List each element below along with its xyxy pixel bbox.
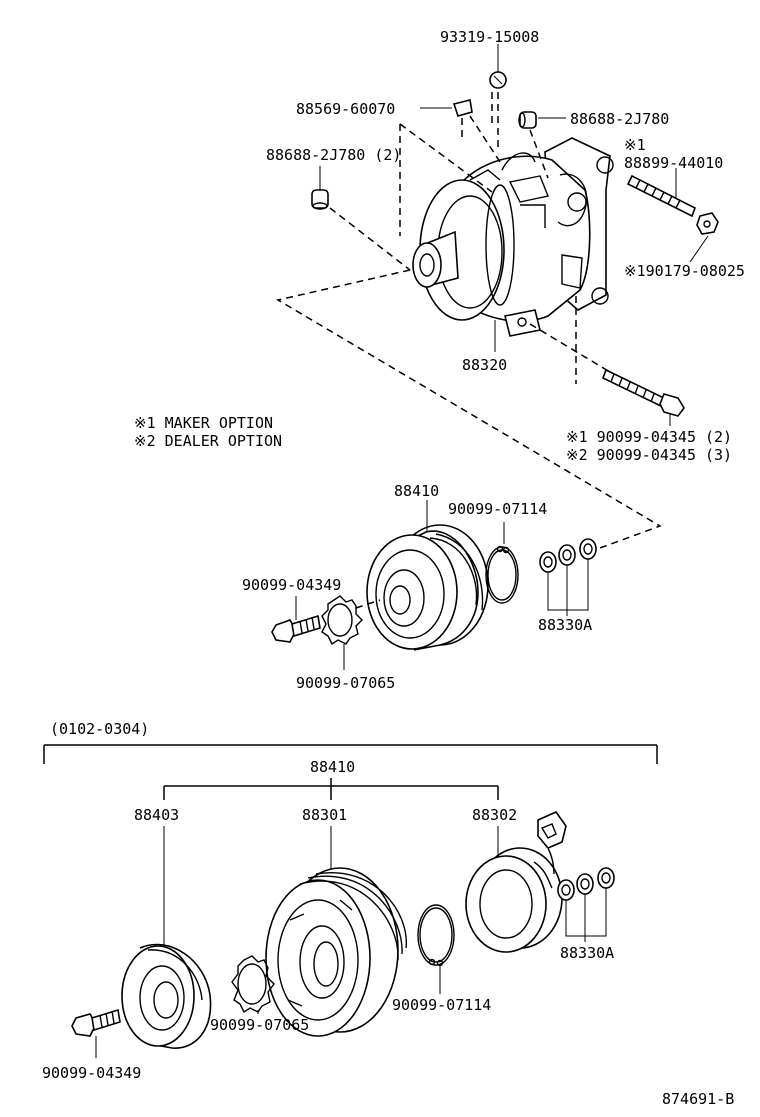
bot-88410-bracket [163, 778, 499, 800]
hub-88403 [121, 826, 212, 1049]
label-top-washer: 90099-07065 [296, 674, 395, 692]
label-88899-44010: 88899-44010 [624, 154, 723, 172]
figure-id: 874691-B [662, 1090, 734, 1108]
bolt-bottom-90099-04349 [71, 1008, 121, 1058]
shims-top [539, 538, 597, 616]
bolt-top-90099-04349 [271, 596, 321, 643]
washer-bottom-90099-07065 [231, 955, 275, 1014]
label-bottom-88410: 88410 [310, 758, 355, 776]
label-top-bolt: 90099-04349 [242, 576, 341, 594]
label-93319-15008: 93319-15008 [440, 28, 539, 46]
compressor-88320 [412, 137, 614, 352]
snap-ring-top [485, 522, 519, 604]
labels: 93319-15008 88569-60070 88688-2J780 8868… [42, 28, 745, 1108]
nut-190179 [689, 212, 719, 263]
label-bottom-bolt: 90099-04349 [42, 1064, 141, 1082]
label-bottom-shim: 88330A [560, 944, 614, 962]
label-bottom-washer: 90099-07065 [210, 1016, 309, 1034]
label-88688-2J780: 88688-2J780 [570, 110, 669, 128]
stud-88899 [626, 168, 697, 218]
label-range: (0102-0304) [50, 720, 149, 738]
guide-line [399, 123, 493, 193]
washer-top-90099-07065 [321, 595, 363, 670]
range-bracket [43, 744, 658, 764]
legend-dealer-option: ※2 DEALER OPTION [134, 432, 282, 450]
label-88302: 88302 [472, 806, 517, 824]
label-maker-mark: ※1 [624, 136, 646, 154]
bolt-90099-04345 [529, 323, 685, 426]
shims-bottom [557, 867, 615, 942]
label-top-88410: 88410 [394, 482, 439, 500]
label-bottom-snap-ring: 90099-07114 [392, 996, 491, 1014]
label-top-snap-ring: 90099-07114 [448, 500, 547, 518]
label-88301: 88301 [302, 806, 347, 824]
cap-88688-left [311, 166, 411, 271]
label-bolt-maker: ※1 90099-04345 (2) [566, 428, 732, 446]
pulley-88301 [265, 826, 407, 1037]
snap-ring-bottom [417, 904, 455, 994]
clip-88569 [420, 99, 501, 163]
label-190179-08025: ※190179-08025 [624, 262, 745, 280]
label-bolt-dealer: ※2 90099-04345 (3) [566, 446, 732, 464]
cap-88688-right [518, 111, 566, 179]
label-top-shim: 88330A [538, 616, 592, 634]
fitting-93319 [489, 44, 507, 150]
label-88403: 88403 [134, 806, 179, 824]
label-88320: 88320 [462, 356, 507, 374]
label-88569-60070: 88569-60070 [296, 100, 395, 118]
label-88688-2J780-qty: 88688-2J780 (2) [266, 146, 401, 164]
legend-maker-option: ※1 MAKER OPTION [134, 414, 273, 432]
coil-88302 [465, 811, 567, 953]
clutch-88410-top [355, 500, 489, 651]
